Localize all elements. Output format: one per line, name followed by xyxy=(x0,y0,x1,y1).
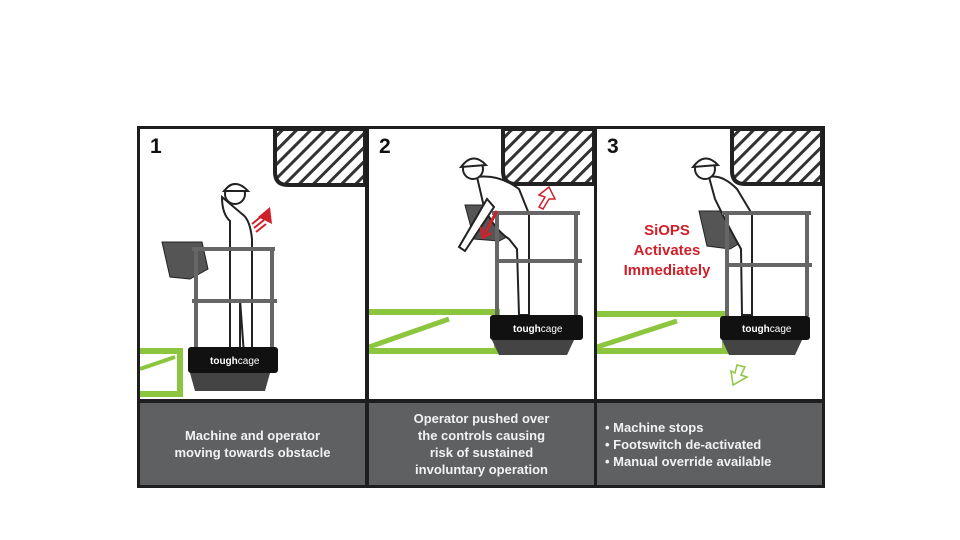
panel-1-illustration: toughcage 1 xyxy=(140,129,365,399)
platform-base xyxy=(722,340,802,355)
basket-brand: toughcage xyxy=(742,324,792,335)
down-arrow-icon xyxy=(479,210,499,240)
caption-line: involuntary operation xyxy=(415,462,548,477)
caption: Operator pushed over the controls causin… xyxy=(369,403,594,485)
cage xyxy=(492,211,582,315)
basket-brand: toughcage xyxy=(210,356,260,367)
caption: Machine and operator moving towards obst… xyxy=(140,403,365,485)
basket-brand: toughcage xyxy=(513,324,563,335)
caption-line: risk of sustained xyxy=(429,445,534,460)
caption: Machine stops Footswitch de-activated Ma… xyxy=(597,403,822,485)
bullet-item: Manual override available xyxy=(605,453,771,470)
step-number: 2 xyxy=(379,135,391,158)
cage xyxy=(722,211,812,316)
step-number: 3 xyxy=(607,135,619,158)
up-arrow-icon xyxy=(251,207,272,233)
caption-line: moving towards obstacle xyxy=(174,445,331,460)
platform-base xyxy=(190,373,270,391)
panel-1: toughcage 1 Machine and operator moving … xyxy=(140,129,365,485)
boom xyxy=(597,311,728,354)
siops-callout: SiOPS Activates Immediately xyxy=(607,221,727,281)
cage xyxy=(192,247,277,349)
panel-2-illustration: toughcage 2 xyxy=(369,129,594,399)
panel-3-illustration: toughcage 3 SiOPS Activates Immediately xyxy=(597,129,822,399)
basket xyxy=(490,315,583,340)
up-arrow-outline-icon xyxy=(537,185,557,210)
callout-line: Activates xyxy=(633,242,701,259)
callout-line: SiOPS xyxy=(644,222,690,239)
basket xyxy=(720,316,810,340)
callout-line: Immediately xyxy=(623,262,711,279)
bullet-item: Machine stops xyxy=(605,419,771,436)
caption-line: the controls causing xyxy=(417,428,546,443)
caption-line: Operator pushed over xyxy=(413,411,550,426)
down-arrow-outline-icon xyxy=(730,364,749,387)
panel-2: toughcage 2 Operator pushed over the con… xyxy=(369,129,594,485)
caption-line: Machine and operator xyxy=(184,428,321,443)
boom xyxy=(369,309,500,354)
obstacle xyxy=(273,129,365,187)
step-number: 1 xyxy=(150,135,162,158)
obstacle xyxy=(501,129,594,186)
bullet-item: Footswitch de-activated xyxy=(605,436,771,453)
obstacle xyxy=(730,129,822,186)
basket xyxy=(188,347,278,373)
boom xyxy=(140,348,183,397)
panel-3: toughcage 3 SiOPS Activates Immediately … xyxy=(597,129,822,485)
bullet-list: Machine stops Footswitch de-activated Ma… xyxy=(597,419,771,470)
operator xyxy=(220,183,253,370)
platform-base xyxy=(492,340,574,355)
siops-diagram: toughcage 1 Machine and operator moving … xyxy=(137,126,825,488)
